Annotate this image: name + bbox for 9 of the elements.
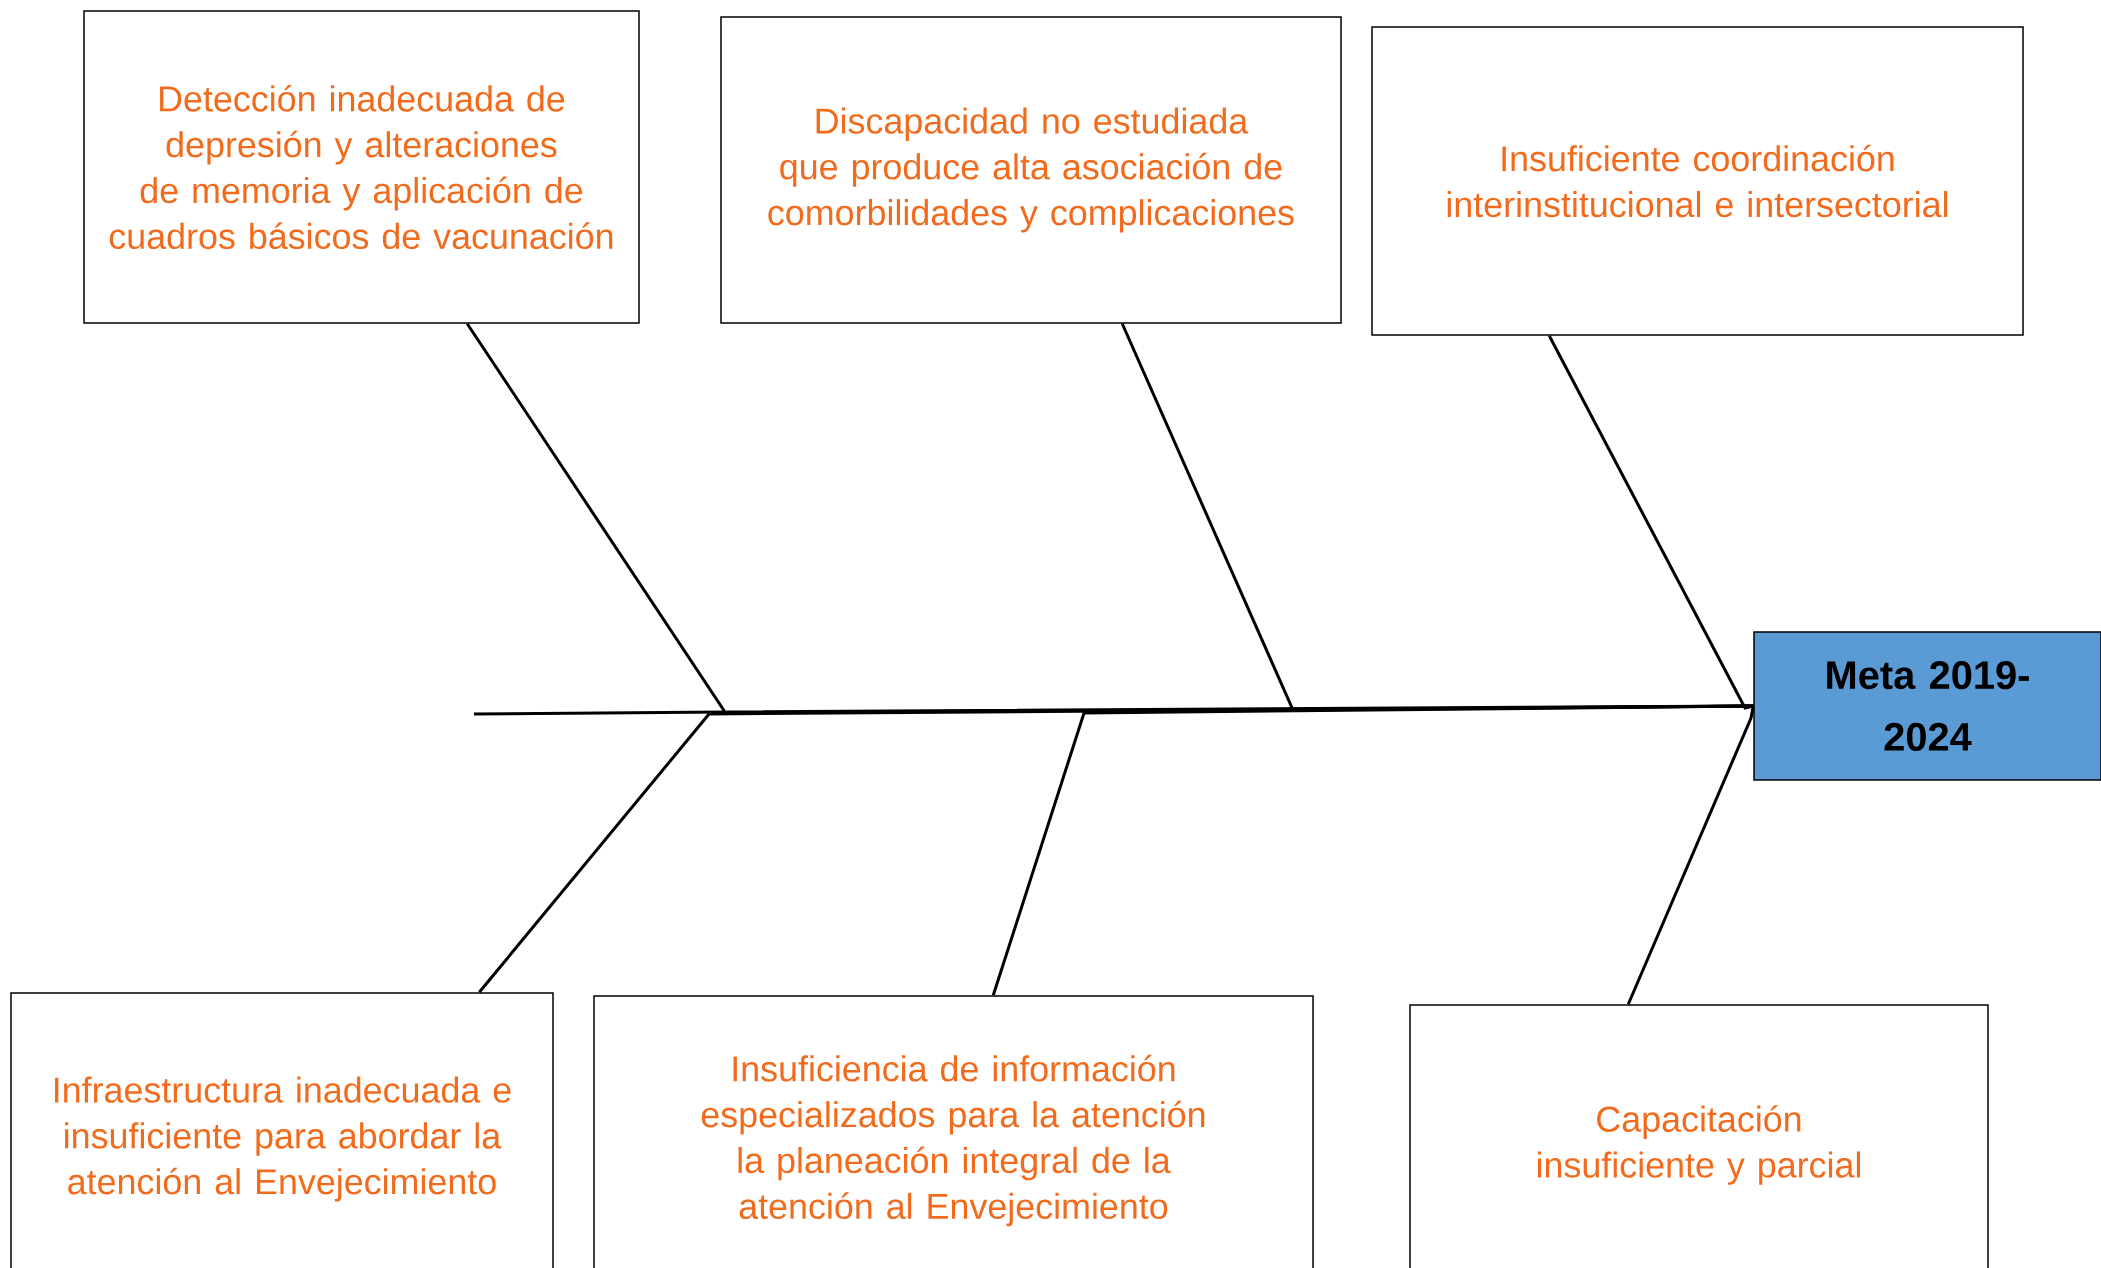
cause-box: Capacitación insuficiente y parcial xyxy=(1409,1004,1989,1268)
cause-box: Insuficiencia de información especializados para la atención la planeación integral de la atención al Envejecimiento xyxy=(593,995,1314,1268)
goal-box: Meta 2019-2024 xyxy=(1753,631,2101,781)
cause-box: Infraestructura inadecuada e insuficiente para abordar la atención al Envejecimiento xyxy=(10,992,554,1268)
cause-box: Discapacidad no estudiada que produce alta asociación de comorbilidades y complicaciones xyxy=(720,16,1342,324)
fishbone-line xyxy=(991,704,1754,996)
fishbone-line xyxy=(1626,705,1755,1005)
cause-box: Detección inadecuada de depresión y alteraciones de memoria y aplicación de cuadros básicos de vacunación xyxy=(83,10,640,324)
cause-box: Insuficiente coordinación interinstitucional e intersectorial xyxy=(1371,26,2024,336)
